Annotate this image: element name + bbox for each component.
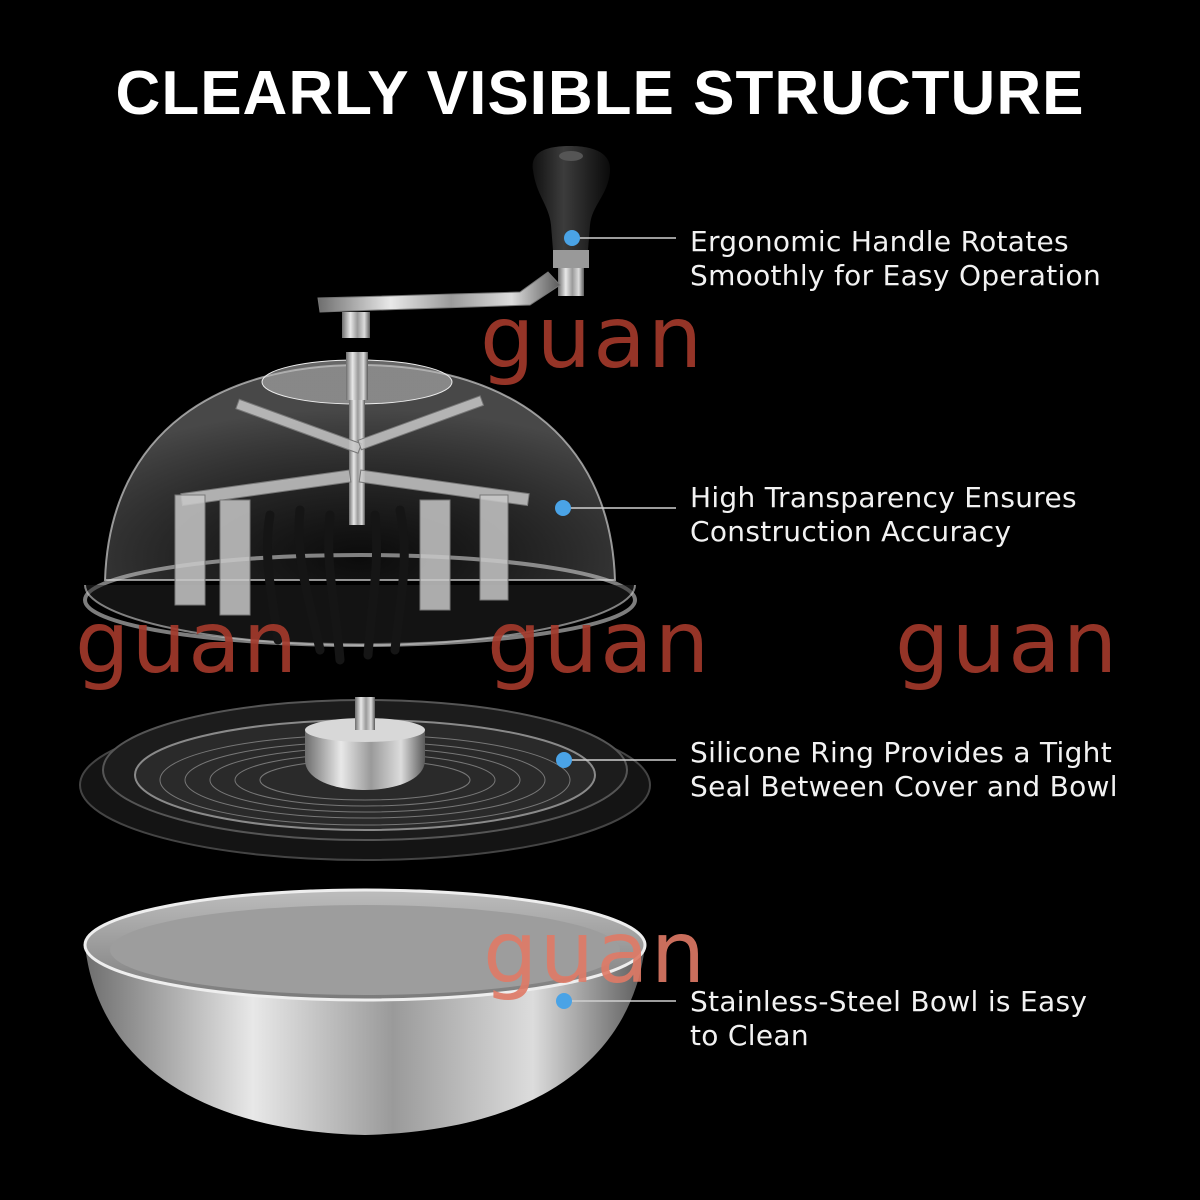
callout-markers: [555, 230, 676, 1009]
page-title: CLEARLY VISIBLE STRUCTURE: [115, 59, 1085, 128]
watermark: guan: [75, 593, 300, 693]
transparent-cover: [83, 352, 637, 665]
crank-handle: [317, 146, 611, 338]
callout-ring-line2: Seal Between Cover and Bowl: [690, 770, 1118, 803]
callout-cover-line1: High Transparency Ensures: [690, 481, 1077, 514]
watermark: guan: [895, 593, 1120, 693]
callout-handle-line2: Smoothly for Easy Operation: [690, 259, 1102, 292]
watermark: guan: [487, 593, 712, 693]
callout-bowl-line1: Stainless-Steel Bowl is Easy: [690, 985, 1088, 1018]
watermark: guan: [483, 903, 708, 1003]
callout-cover: High Transparency Ensures Construction A…: [690, 481, 1180, 549]
callout-bowl: Stainless-Steel Bowl is Easy to Clean: [690, 985, 1180, 1053]
callout-handle-line1: Ergonomic Handle Rotates: [690, 225, 1069, 258]
stainless-bowl: [83, 888, 647, 1135]
callout-ring: Silicone Ring Provides a Tight Seal Betw…: [690, 736, 1180, 804]
watermark: guan: [480, 288, 705, 388]
callout-ring-line1: Silicone Ring Provides a Tight: [690, 736, 1112, 769]
callout-bowl-line2: to Clean: [690, 1019, 809, 1052]
silicone-ring: [79, 697, 651, 861]
callout-handle: Ergonomic Handle Rotates Smoothly for Ea…: [690, 225, 1180, 293]
callout-cover-line2: Construction Accuracy: [690, 515, 1012, 548]
